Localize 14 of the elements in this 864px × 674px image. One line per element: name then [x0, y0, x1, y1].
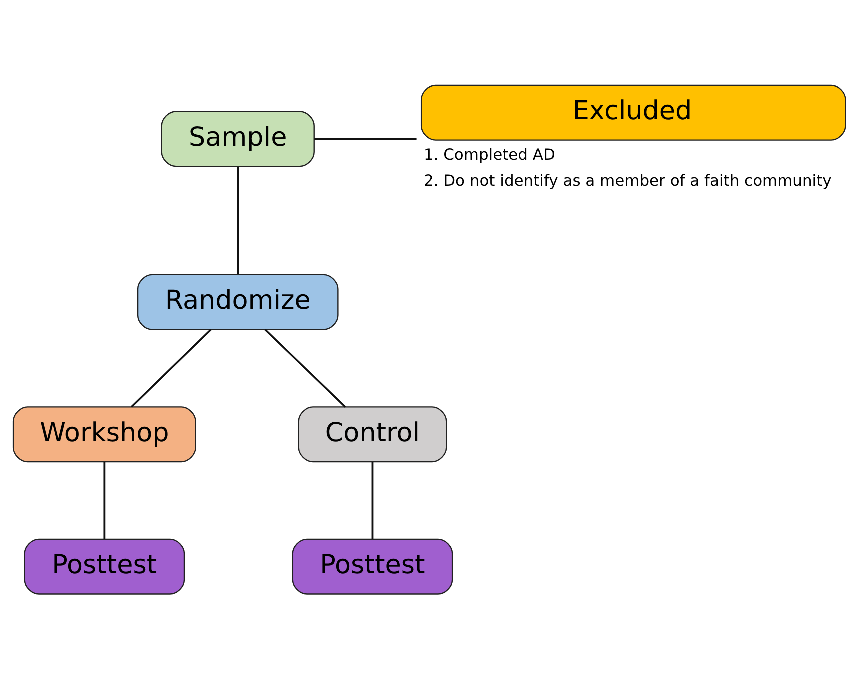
node-box: Sample: [161, 110, 315, 167]
connector: [264, 328, 346, 408]
node-label: 2. Do not identify as a member of a faith community: [424, 172, 832, 190]
node-box: Posttest: [24, 538, 186, 594]
connector: [104, 462, 106, 539]
node-label: 1. Completed AD: [424, 145, 556, 164]
connector: [372, 462, 374, 539]
connector: [314, 138, 417, 140]
connector: [130, 328, 212, 408]
node-box: Posttest: [292, 538, 454, 594]
node-box: Workshop: [12, 406, 196, 462]
node-box: Randomize: [137, 274, 339, 330]
node-box: Control: [298, 406, 448, 462]
connector: [237, 166, 240, 274]
